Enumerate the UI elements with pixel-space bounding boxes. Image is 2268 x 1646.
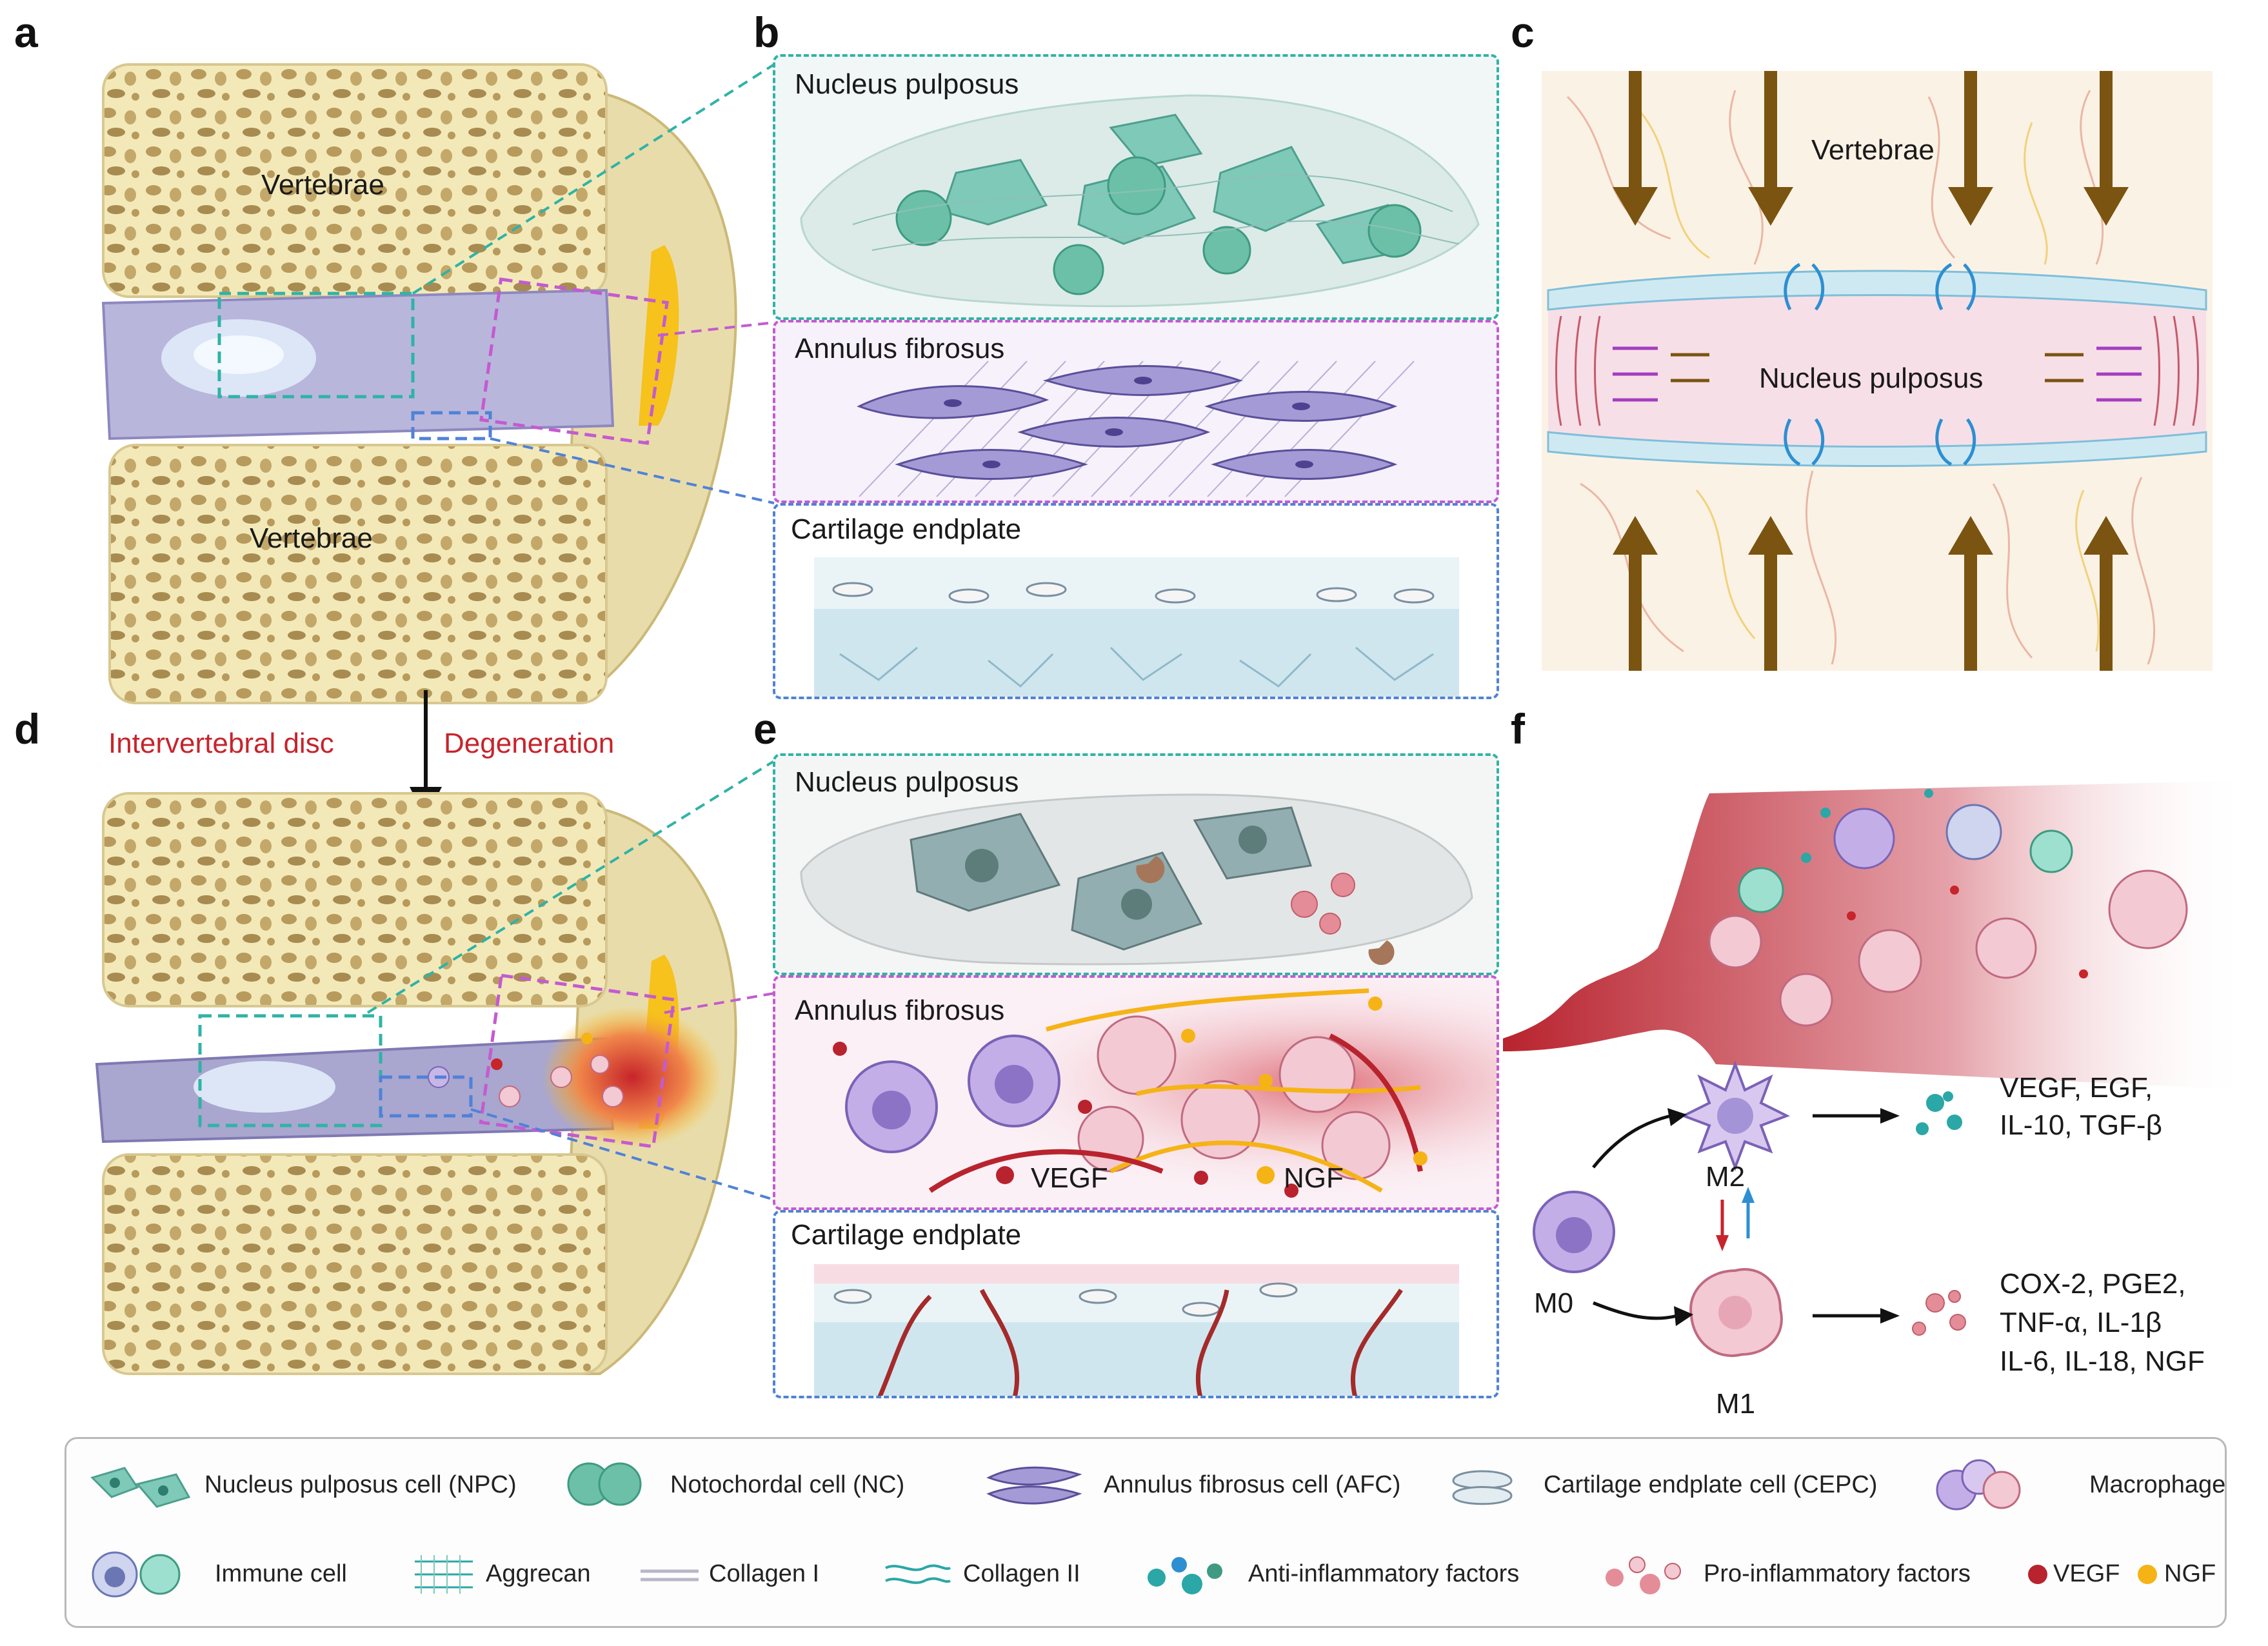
m1-factors-line3: IL-6, IL-18, NGF xyxy=(2000,1345,2205,1377)
inflamed-af-box: Annulus fibrosus VEGF NGF xyxy=(773,975,1499,1210)
legend-npc: Nucleus pulposus cell (NPC) xyxy=(204,1471,517,1498)
m1-label: M1 xyxy=(1716,1388,1756,1420)
m2-label: M2 xyxy=(1706,1161,1746,1193)
af-cells-illustration xyxy=(857,361,1415,497)
macrophage-icon xyxy=(1936,1459,2021,1511)
af-label-e: Annulus fibrosus xyxy=(795,995,1005,1026)
legend-collagen1: Collagen I xyxy=(709,1560,820,1587)
legend-nc: Notochordal cell (NC) xyxy=(670,1471,905,1498)
legend-vegf: VEGF xyxy=(2053,1560,2120,1587)
inflamed-af-illustration xyxy=(775,978,1497,1207)
panel-letter-f: f xyxy=(1511,705,1525,753)
ngf-label-e: NGF xyxy=(1284,1162,1344,1194)
legend-immune: Immune cell xyxy=(215,1560,347,1587)
degenerated-np-illustration xyxy=(800,793,1473,966)
vegf-label-e: VEGF xyxy=(1031,1162,1108,1194)
zoom-connectors-top xyxy=(412,63,775,504)
cep-label-e: Cartilage endplate xyxy=(791,1219,1022,1251)
pro-inflammatory-icon xyxy=(1606,1556,1681,1594)
aggrecan-icon xyxy=(415,1555,473,1594)
m1-factors-line1: COX-2, PGE2, xyxy=(2000,1268,2186,1300)
cepc-icon xyxy=(1452,1470,1513,1505)
m2-factors-line1: VEGF, EGF, xyxy=(2000,1072,2153,1104)
m0-label: M0 xyxy=(1534,1287,1574,1319)
np-label-b: Nucleus pulposus xyxy=(795,68,1019,100)
anti-inflammatory-icon xyxy=(1148,1557,1222,1594)
vascularized-cep-box: Cartilage endplate xyxy=(773,1210,1499,1398)
panel-letter-c: c xyxy=(1511,8,1535,56)
af-zoom-box: Annulus fibrosus xyxy=(773,320,1499,503)
macrophage-polarization-diagram xyxy=(1533,1060,1966,1357)
np-cells-illustration xyxy=(800,94,1480,308)
intervertebral-disc-caption: Intervertebral disc xyxy=(108,728,334,759)
legend-afc: Annulus fibrosus cell (AFC) xyxy=(1104,1471,1401,1498)
panel-c-illustration xyxy=(1542,71,2213,671)
c-vertebrae-label: Vertebrae xyxy=(1811,134,1935,166)
vegf-dot-icon xyxy=(2028,1565,2047,1584)
cep-zoom-box: Cartilage endplate xyxy=(773,503,1499,699)
collagen1-icon xyxy=(641,1569,699,1582)
legend-collagen2: Collagen II xyxy=(963,1560,1080,1587)
degeneration-caption: Degeneration xyxy=(444,728,615,759)
cep-label-b: Cartilage endplate xyxy=(791,513,1022,545)
legend-anti-inflammatory: Anti-inflammatory factors xyxy=(1248,1560,1520,1587)
panel-letter-a: a xyxy=(14,8,38,56)
legend-pro-inflammatory: Pro-inflammatory factors xyxy=(1704,1560,1971,1587)
legend-macrophage: Macrophage xyxy=(2089,1471,2226,1498)
vascularized-cep-illustration xyxy=(814,1264,1459,1396)
panel-letter-e: e xyxy=(753,705,777,753)
af-label-b: Annulus fibrosus xyxy=(795,333,1005,364)
blood-vessel-illustration xyxy=(1503,780,2251,1090)
m1-factors-line2: TNF-α, IL-1β xyxy=(2000,1307,2162,1338)
nc-icon xyxy=(567,1462,642,1506)
upper-vertebrae-label: Vertebrae xyxy=(261,169,384,201)
c-np-label: Nucleus pulposus xyxy=(1759,362,1984,394)
afc-icon xyxy=(986,1466,1082,1505)
cep-illustration xyxy=(814,557,1459,697)
legend-cepc: Cartilage endplate cell (CEPC) xyxy=(1544,1471,1878,1498)
immune-cell-icon xyxy=(92,1551,181,1598)
panel-d-illustration xyxy=(95,792,737,1375)
degenerated-np-box: Nucleus pulposus xyxy=(773,753,1499,975)
panel-a-illustration xyxy=(101,63,737,704)
legend-aggrecan: Aggrecan xyxy=(486,1560,591,1587)
npc-icon xyxy=(90,1467,191,1508)
zoom-connectors-bottom xyxy=(366,760,775,1201)
lower-vertebrae-label: Vertebrae xyxy=(250,522,373,554)
np-zoom-box: Nucleus pulposus xyxy=(773,54,1499,320)
m2-factors-line2: IL-10, TGF-β xyxy=(2000,1109,2162,1141)
panel-letter-d: d xyxy=(14,705,41,753)
panel-letter-b: b xyxy=(753,8,780,56)
legend: Nucleus pulposus cell (NPC) Notochordal … xyxy=(65,1437,2227,1628)
ngf-dot-icon xyxy=(2138,1565,2157,1584)
collagen2-icon xyxy=(885,1564,951,1584)
legend-ngf: NGF xyxy=(2164,1560,2216,1587)
np-label-e: Nucleus pulposus xyxy=(795,766,1019,798)
